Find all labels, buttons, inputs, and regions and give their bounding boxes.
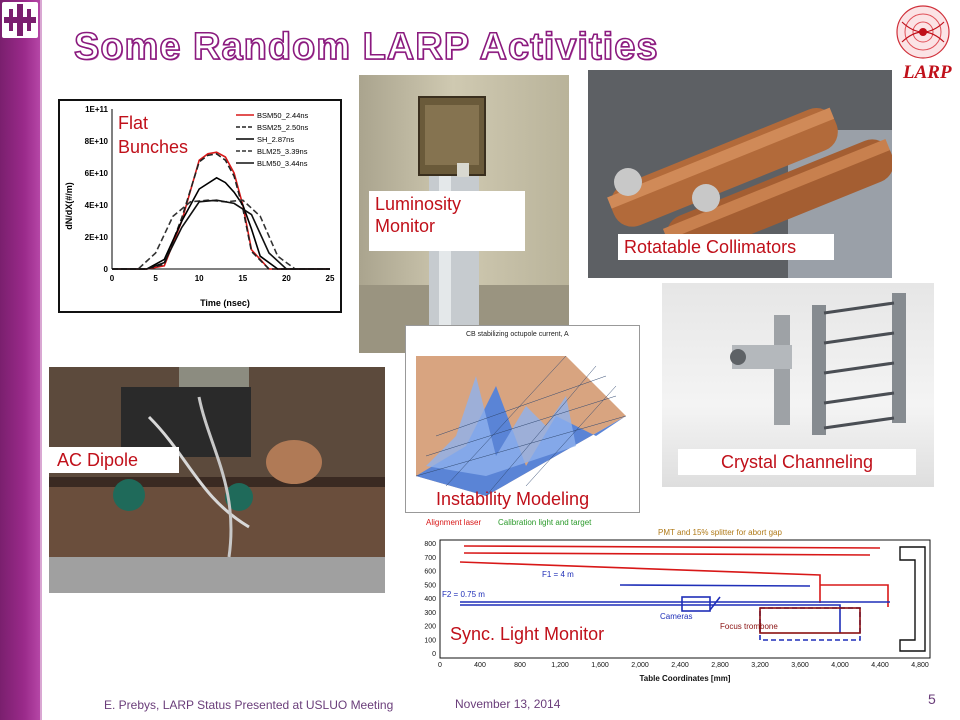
instability-modeling-label: Instability Modeling [436,489,590,509]
series-line-5 [112,199,330,270]
y-tick-label: 4E+10 [85,201,109,210]
cameras-annotation: Cameras [660,612,692,621]
legend-entry: BLM50_3.44ns [257,159,308,168]
y-axis-label: dN/dX(#/m) [64,182,74,230]
sync-x-tick: 800 [514,662,526,669]
pmt-annotation: PMT and 15% splitter for abort gap [658,528,782,537]
rotatable-collimators-label: Rotatable Collimators [618,234,834,260]
sync-xlabel: Table Coordinates [mm] [640,674,731,683]
sync-x-tick: 2,000 [631,662,649,669]
sync-light-monitor-label: Sync. Light Monitor [444,621,634,647]
sync-y-tick: 300 [424,610,436,617]
ac-dipole-photo: AC Dipole [49,367,385,593]
slide-title: Some Random LARP Activities [73,25,659,69]
sync-y-tick: 600 [424,569,436,576]
alignment-laser-annotation: Alignment laser [426,518,481,527]
f2-annotation: F2 = 0.75 m [442,590,485,599]
series-line-2 [112,152,330,270]
x-tick-label: 20 [282,274,291,283]
instability-modeling-plot: CB stabilizing octupole current, A Insta… [405,325,640,513]
series-line-1 [112,151,330,270]
y-tick-label: 1E+11 [85,105,108,114]
flat-bunches-plot: 0 2E+10 4E+10 6E+10 8E+10 1E+11 0 5 10 15 20 25 BSM… [64,105,335,308]
sync-x-tick: 3,200 [751,662,769,669]
legend-entry: SH_2.87ns [257,135,294,144]
x-tick-label: 25 [326,274,335,283]
sync-y-tick: 100 [424,637,436,644]
y-tick-label: 2E+10 [85,233,109,242]
y-tick-label: 0 [104,265,109,274]
legend-entry: BSM25_2.50ns [257,123,309,132]
footer-date: November 13, 2014 [455,697,561,711]
crystal-channeling-photo: Crystal Channeling [662,283,934,487]
sync-x-tick: 2,800 [711,662,729,669]
y-tick-label: 8E+10 [85,137,109,146]
sync-x-tick: 4,800 [911,662,929,669]
sync-light-monitor-diagram: 800 700 600 500 400 300 200 100 0 0 400 800 1,200 1,… [420,515,944,685]
y-tick-label: 6E+10 [85,169,109,178]
flat-bunches-label: Flat Bunches [118,113,189,157]
luminosity-monitor-label: Luminosity Monitor [369,191,525,251]
x-tick-label: 5 [153,274,158,283]
sync-y-tick: 700 [424,555,436,562]
flat-bunches-chart: 0 2E+10 4E+10 6E+10 8E+10 1E+11 0 5 10 15 20 25 BSM… [58,99,342,313]
page-number: 5 [928,691,936,707]
x-tick-label: 15 [238,274,247,283]
fermilab-logo [2,2,38,38]
focus-annotation: Focus trombone [720,622,778,631]
larp-logo-text: LARP [903,62,952,83]
x-axis-label: Time (nsec) [200,298,250,308]
legend-entry: BSM50_2.44ns [257,111,309,120]
ac-dipole-label: AC Dipole [49,447,179,473]
series-line-3 [112,176,330,270]
sync-x-tick: 4,000 [831,662,849,669]
luminosity-monitor-photo: Luminosity Monitor [359,75,569,353]
larp-logo [890,2,956,84]
calibration-annotation: Calibration light and target [498,518,592,527]
x-tick-label: 0 [110,274,115,283]
sync-x-tick: 3,600 [791,662,809,669]
footer-presenter: E. Prebys, LARP Status Presented at USLU… [104,698,394,712]
sync-x-tick: 4,400 [871,662,889,669]
legend-entry: BLM25_3.39ns [257,147,308,156]
sync-x-tick: 400 [474,662,486,669]
crystal-channeling-label: Crystal Channeling [678,449,916,475]
instability-plot-title: CB stabilizing octupole current, A [466,331,569,338]
sidebar [0,0,42,720]
sync-y-tick: 0 [432,651,436,658]
sync-x-tick: 0 [438,662,442,669]
sync-y-tick: 500 [424,582,436,589]
series-line-4 [112,199,330,270]
sync-y-tick: 200 [424,624,436,631]
sync-x-tick: 1,600 [591,662,609,669]
rotatable-collimators-photo: Rotatable Collimators [588,70,892,278]
sync-x-tick: 2,400 [671,662,689,669]
x-tick-label: 10 [195,274,204,283]
sync-x-tick: 1,200 [551,662,569,669]
f1-annotation: F1 = 4 m [542,570,574,579]
sync-y-tick: 400 [424,596,436,603]
sync-y-tick: 800 [424,541,436,548]
